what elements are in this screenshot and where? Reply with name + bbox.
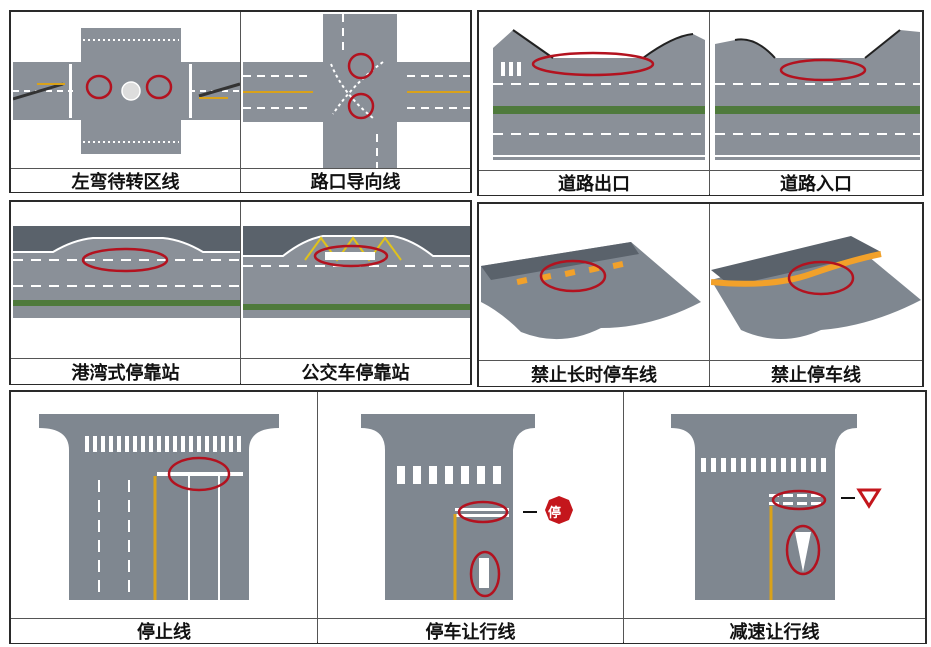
panel-road-exit-entrance: 道路出口 道路入口: [477, 10, 924, 196]
road-exit-illustration: [493, 18, 705, 168]
highlight-circle: [469, 550, 501, 598]
intersection-guide-lines-illustration: [243, 14, 470, 168]
caption-left-turn-waiting-zone: 左弯待转区线: [11, 168, 240, 193]
highlight-circle: [81, 247, 169, 273]
caption-no-long-parking: 禁止长时停车线: [479, 360, 709, 386]
road-entrance-illustration: [715, 18, 920, 168]
highlight-circle: [85, 74, 113, 100]
slow-yield-line-illustration: [661, 410, 901, 600]
highlight-circle: [787, 260, 855, 296]
panel-stop-yield-lines: 停 停止线 停车让行线 减速让行线: [9, 390, 927, 644]
highlight-circle: [779, 58, 867, 82]
highlight-circle: [771, 489, 827, 511]
caption-bus-stop: 公交车停靠站: [241, 358, 470, 384]
bay-bus-stop-illustration: [13, 226, 240, 318]
highlight-circle: [347, 92, 375, 120]
caption-road-exit: 道路出口: [479, 170, 709, 195]
caption-slow-yield-line: 减速让行线: [624, 618, 925, 643]
stop-yield-line-illustration: 停: [355, 410, 595, 600]
stop-sign-char: 停: [548, 506, 562, 521]
highlight-circle: [313, 244, 389, 268]
caption-stop-line: 停止线: [11, 618, 317, 643]
no-parking-curb-illustration: [711, 230, 921, 350]
panel-no-parking-curbs: 禁止长时停车线 禁止停车线: [477, 202, 924, 387]
highlight-circle: [531, 51, 655, 77]
panel-bus-stop-markings: 港湾式停靠站 公交车停靠站: [9, 200, 472, 385]
left-turn-waiting-zone-illustration: [13, 14, 240, 168]
caption-no-parking: 禁止停车线: [710, 360, 922, 386]
highlight-circle: [347, 52, 375, 80]
caption-bay-bus-stop: 港湾式停靠站: [11, 358, 240, 384]
highlight-circle: [167, 456, 231, 492]
caption-intersection-guide-lines: 路口导向线: [241, 168, 470, 193]
highlight-circle: [145, 74, 173, 100]
highlight-circle: [785, 524, 821, 576]
highlight-circle: [457, 500, 509, 524]
bus-stop-markings-illustration: [243, 226, 470, 318]
caption-stop-yield-line: 停车让行线: [318, 618, 623, 643]
highlight-circle: [539, 259, 607, 293]
caption-road-entrance: 道路入口: [710, 170, 922, 195]
panel-intersection-markings: 左弯待转区线 路口导向线: [9, 10, 472, 193]
stop-line-illustration: [39, 410, 279, 600]
no-long-parking-illustration: [481, 232, 707, 350]
